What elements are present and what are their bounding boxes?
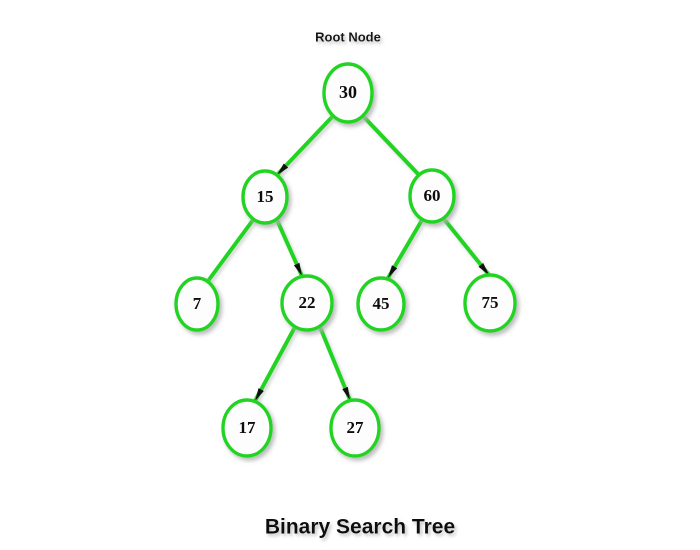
tree-arrowheads-group bbox=[255, 163, 489, 401]
tree-node-circle bbox=[356, 276, 406, 332]
tree-edge-arrowhead bbox=[293, 262, 302, 276]
tree-node-circle bbox=[241, 169, 289, 225]
tree-node-circle bbox=[280, 274, 334, 332]
tree-node-value: 45 bbox=[373, 294, 390, 313]
tree-node-45[interactable]: 45 bbox=[356, 276, 406, 332]
tree-node-circle bbox=[463, 273, 517, 333]
tree-node-value: 7 bbox=[193, 294, 202, 313]
tree-node-circle bbox=[221, 398, 273, 458]
tree-node-value: 30 bbox=[339, 82, 357, 102]
tree-edge-arrowhead bbox=[342, 386, 350, 400]
tree-node-17[interactable]: 17 bbox=[221, 398, 273, 458]
tree-node-circle bbox=[408, 168, 456, 224]
tree-node-7[interactable]: 7 bbox=[174, 276, 220, 332]
tree-node-22[interactable]: 22 bbox=[280, 274, 334, 332]
tree-edge bbox=[206, 218, 255, 283]
tree-edge-arrowhead bbox=[388, 265, 398, 278]
tree-edge-arrowhead bbox=[478, 262, 489, 275]
tree-node-value: 15 bbox=[257, 187, 274, 206]
tree-node-75[interactable]: 75 bbox=[463, 273, 517, 333]
tree-node-30[interactable]: 30 bbox=[322, 62, 374, 124]
tree-node-value: 75 bbox=[482, 293, 499, 312]
root-node-annotation-label: Root Node bbox=[315, 29, 381, 44]
tree-edge bbox=[361, 114, 421, 177]
tree-node-value: 60 bbox=[424, 186, 441, 205]
tree-node-15[interactable]: 15 bbox=[241, 169, 289, 225]
tree-node-value: 22 bbox=[299, 293, 316, 312]
tree-edges-group bbox=[206, 114, 491, 403]
tree-edge-arrowhead bbox=[255, 388, 264, 401]
tree-edge bbox=[275, 114, 335, 177]
tree-node-27[interactable]: 27 bbox=[329, 398, 381, 458]
diagram-caption: Binary Search Tree bbox=[265, 516, 455, 539]
tree-edge bbox=[253, 325, 297, 403]
tree-node-circle bbox=[322, 62, 374, 124]
tree-node-value: 17 bbox=[239, 418, 257, 437]
tree-edge bbox=[318, 325, 352, 402]
tree-node-60[interactable]: 60 bbox=[408, 168, 456, 224]
tree-node-value: 27 bbox=[347, 418, 365, 437]
tree-node-circle bbox=[329, 398, 381, 458]
tree-nodes-group: 30 15 60 7 22 45 75 17 27 bbox=[174, 62, 517, 458]
tree-edge-arrowhead bbox=[277, 163, 289, 175]
tree-node-circle bbox=[174, 276, 220, 332]
